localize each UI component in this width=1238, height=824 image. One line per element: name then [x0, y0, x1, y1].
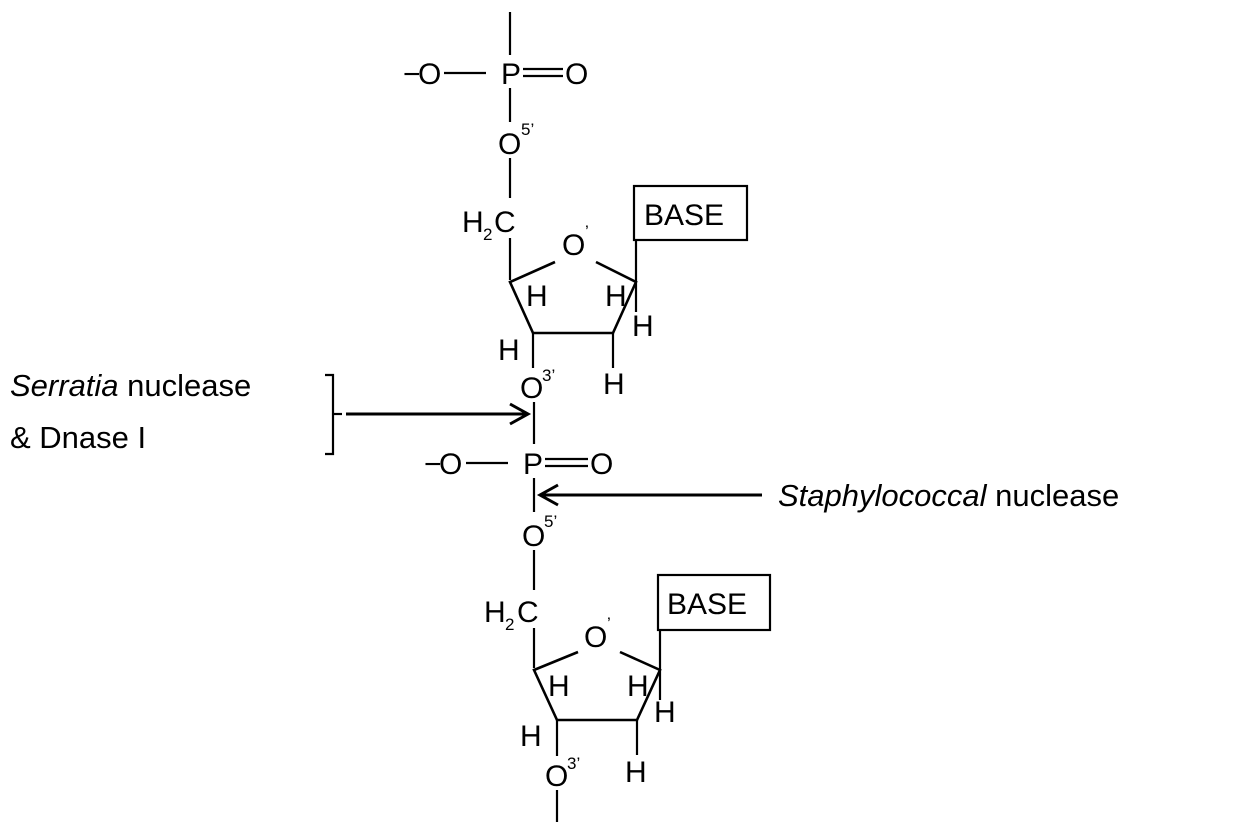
top-c4-h: H	[526, 280, 548, 313]
bottom-h2c-c: C	[517, 596, 539, 629]
top-c1-h: H	[605, 280, 627, 313]
middle-o3: O	[520, 372, 543, 405]
bottom-h2c-subscript: 2	[505, 615, 514, 634]
top-c2-h: H	[603, 368, 625, 401]
bottom-ring-oxygen-prime: ’	[607, 614, 611, 633]
top-c3-h: H	[498, 334, 520, 367]
middle-o5-prime: 5’	[544, 512, 557, 531]
top-h2c-subscript: 2	[483, 225, 492, 244]
bottom-o3-prime: 3’	[567, 754, 580, 773]
bottom-c2-h: H	[625, 756, 647, 789]
top-c1-h-lower: H	[632, 310, 654, 343]
bottom-ring-oxygen: O	[584, 621, 607, 654]
staph-label-italic: Staphylococcal	[778, 478, 988, 513]
serratia-bracket	[325, 373, 335, 456]
bottom-c3-h: H	[520, 720, 542, 753]
top-phosphorus: P	[501, 58, 521, 91]
top-ring-oxygen: O	[562, 229, 585, 262]
top-o5-prime: 5’	[521, 120, 534, 139]
top-o5: O	[498, 128, 521, 161]
middle-phosphate-minus: −	[424, 448, 442, 481]
middle-phosphate-group: O 3’ − O P O O 5’	[424, 366, 613, 590]
middle-phosphorus: P	[523, 448, 543, 481]
serratia-arrowhead	[509, 402, 532, 426]
top-base-box	[632, 184, 749, 242]
staph-arrowhead	[536, 483, 559, 507]
bottom-furanose-ring	[532, 650, 662, 722]
middle-o3-prime: 3’	[542, 366, 555, 385]
top-phosphate-o-double: O	[565, 58, 588, 91]
top-h2c-h: H	[462, 206, 484, 239]
bottom-base-label: BASE	[667, 588, 747, 621]
serratia-label-italic: Serratia	[10, 368, 119, 403]
top-sugar: H 2 C O ’ BASE H H H H H	[462, 184, 749, 401]
top-phosphate-o-minus: O	[418, 58, 441, 91]
bottom-h2c-h: H	[484, 596, 506, 629]
bottom-c1-h: H	[627, 670, 649, 703]
staphylococcal-annotation: Staphylococcal nuclease	[536, 478, 1119, 513]
top-ring-oxygen-prime: ’	[585, 222, 589, 241]
top-phosphate-group: − O P O O 5’	[403, 12, 588, 198]
top-base-label: BASE	[644, 199, 724, 232]
bottom-c1-h-lower: H	[654, 696, 676, 729]
dnase-label: & Dnase I	[10, 420, 146, 455]
middle-phosphate-o-minus: O	[439, 448, 462, 481]
bottom-o3: O	[545, 760, 568, 793]
bottom-sugar: H 2 C O ’ BASE H H H H H O 3’	[484, 573, 772, 822]
middle-o5: O	[522, 520, 545, 553]
middle-phosphate-o-double: O	[590, 448, 613, 481]
top-furanose-ring	[508, 260, 638, 335]
staph-label: Staphylococcal nuclease	[778, 478, 1119, 513]
serratia-dnase-annotation: Serratia nuclease & Dnase I	[10, 368, 532, 456]
staph-label-rest: nuclease	[987, 478, 1120, 513]
bottom-c4-h: H	[548, 670, 570, 703]
top-h2c-c: C	[494, 206, 516, 239]
top-phosphate-minus: −	[403, 58, 421, 91]
serratia-label: Serratia nuclease	[10, 368, 251, 403]
serratia-label-rest: nuclease	[119, 368, 252, 403]
bottom-base-box	[656, 573, 772, 632]
